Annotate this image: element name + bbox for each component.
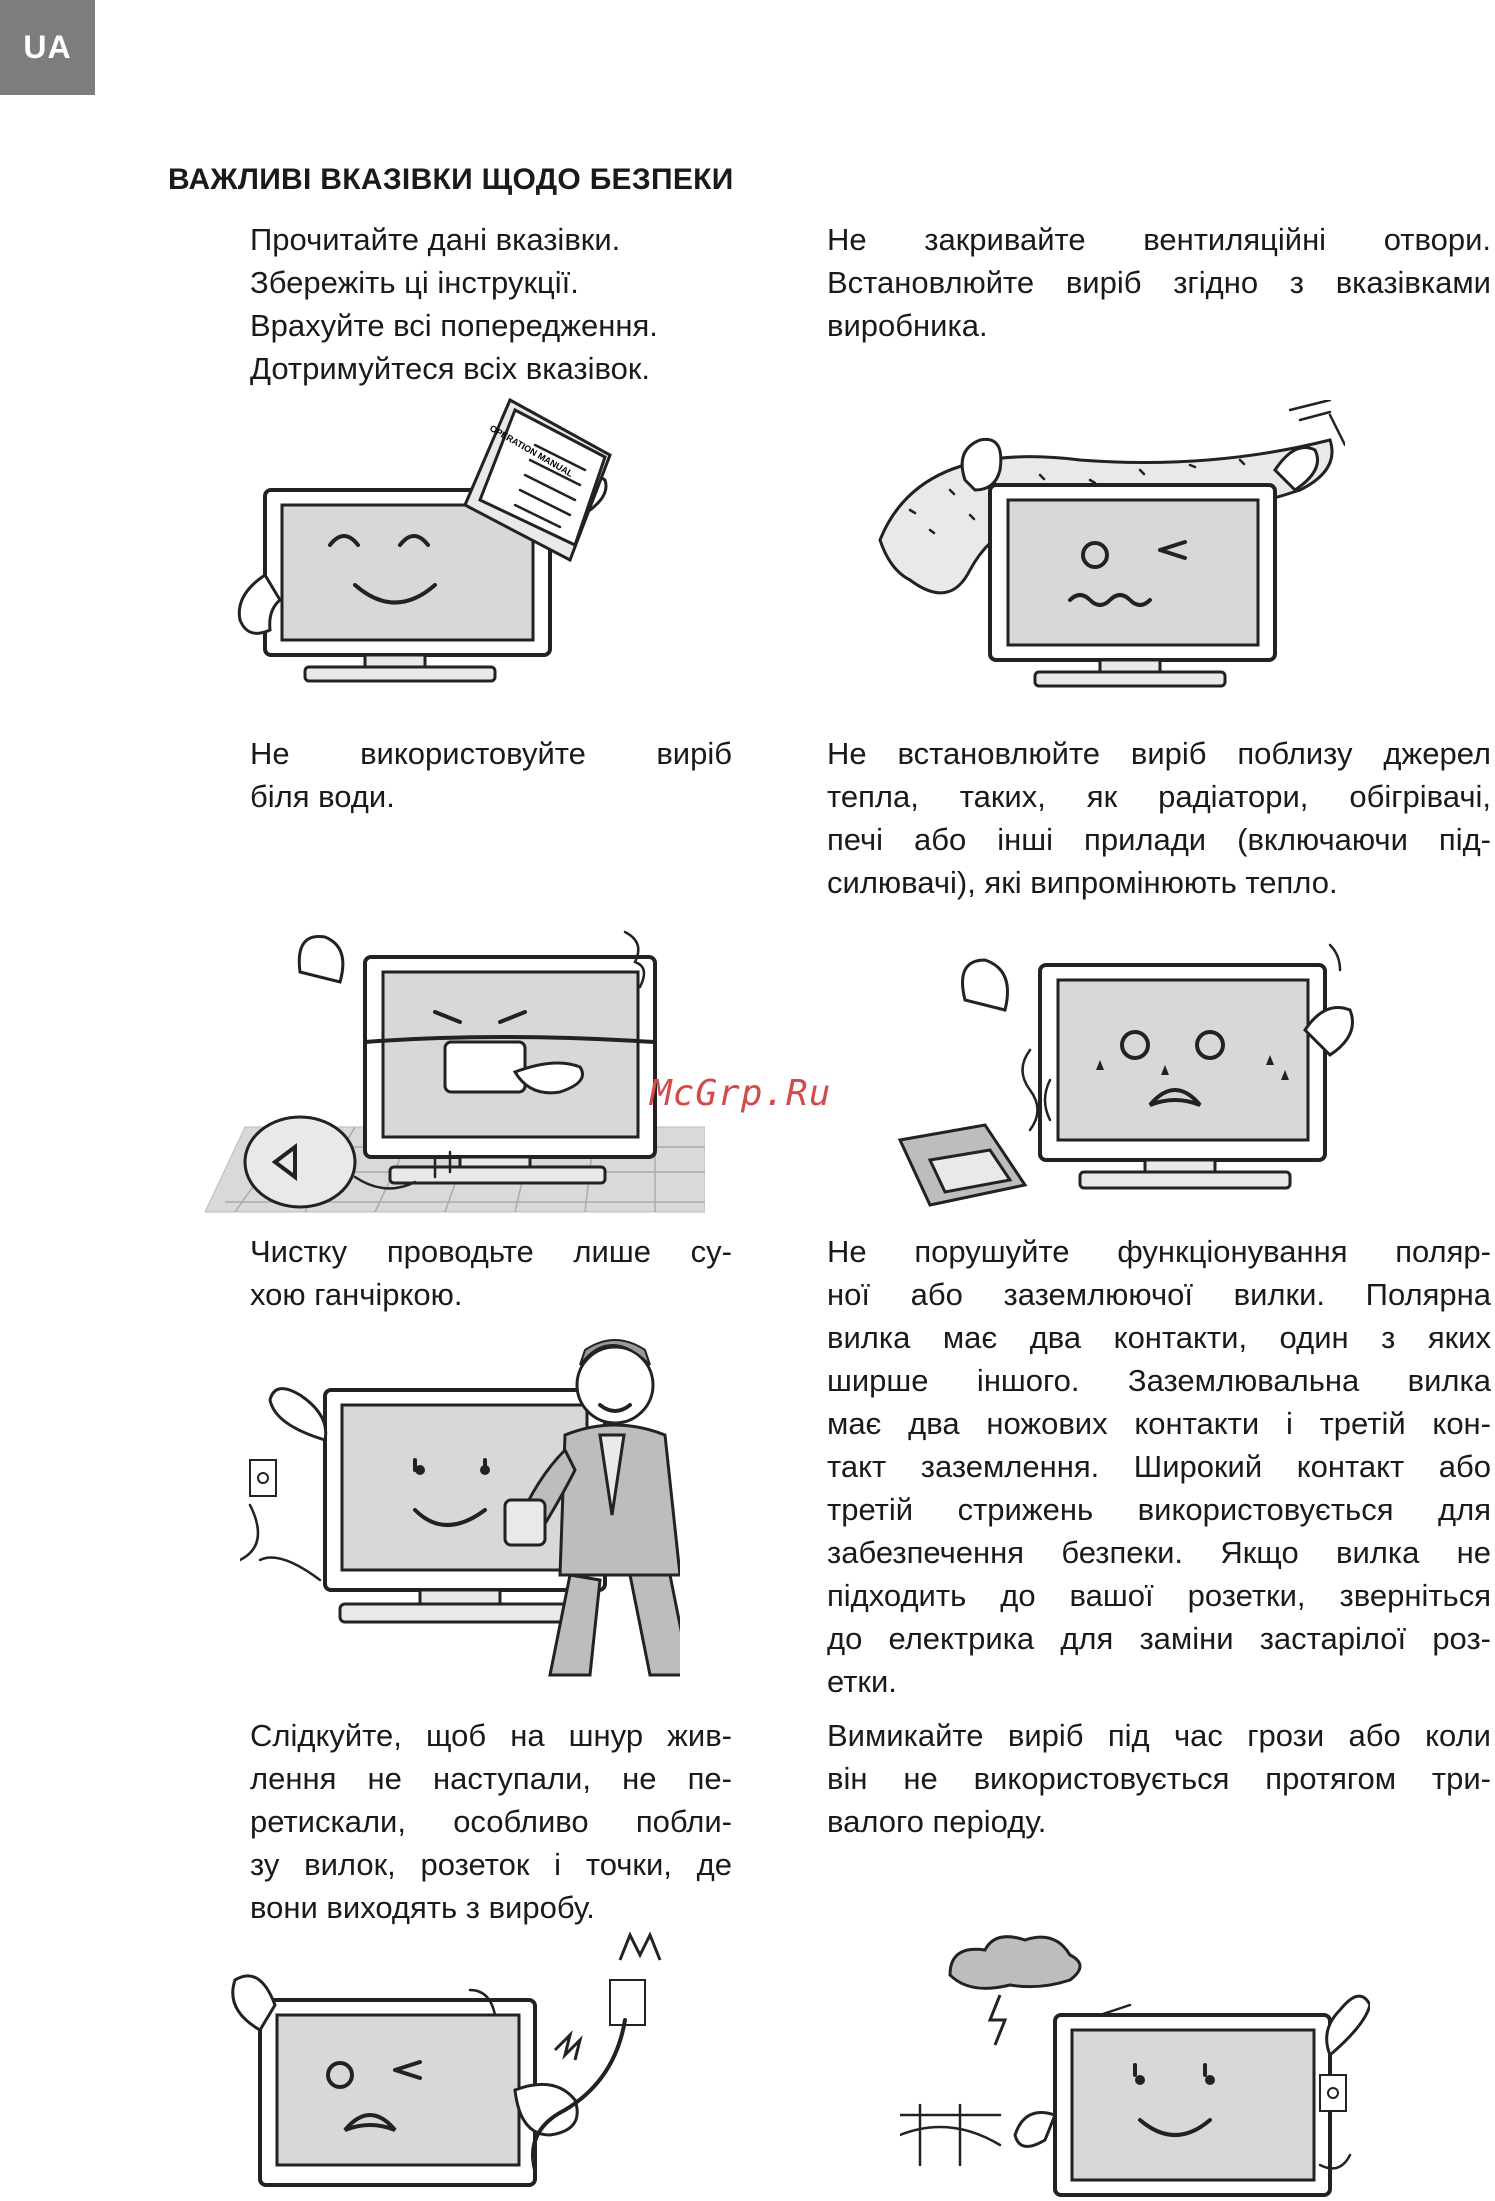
- power-cord-text: Слідкуйте, щоб на шнур жив- лення не нас…: [250, 1718, 732, 1925]
- watermark: McGrp.Ru: [650, 1073, 832, 1114]
- read-instructions-text: Прочитайте дані вказівки. Збережіть ці і…: [250, 222, 658, 386]
- illustration-ventilation: [870, 400, 1345, 705]
- illustration-water: [205, 912, 705, 1222]
- cleaning-text: Чистку проводьте лише су- хою ганчіркою.: [250, 1234, 732, 1312]
- water-text: Не використовуйте виріб біля води.: [250, 736, 732, 814]
- man-figure: [503, 1339, 680, 1677]
- language-tab: UA: [0, 0, 95, 95]
- illustration-cleaning: [240, 1330, 680, 1690]
- thunderstorm-text: Вимикайте виріб під час грози або коли в…: [827, 1718, 1491, 1839]
- operation-manual-book: OPERATION MANUAL: [463, 397, 612, 563]
- heat-sources-text: Не встановлюйте виріб поблизу джерел теп…: [827, 736, 1491, 900]
- page-title: ВАЖЛИВІ ВКАЗІВКИ ЩОДО БЕЗПЕКИ: [168, 163, 734, 196]
- illustration-read-manual: OPERATION MANUAL: [225, 395, 690, 695]
- ventilation-text: Не закривайте вентиляційні отвори. Встан…: [827, 222, 1491, 343]
- illustration-heat: [890, 930, 1370, 1230]
- illustration-thunderstorm: [900, 1935, 1370, 2200]
- illustration-power-cord: [225, 1920, 695, 2200]
- plug-text: Не порушуйте функціонування поляр- ної а…: [827, 1234, 1491, 1699]
